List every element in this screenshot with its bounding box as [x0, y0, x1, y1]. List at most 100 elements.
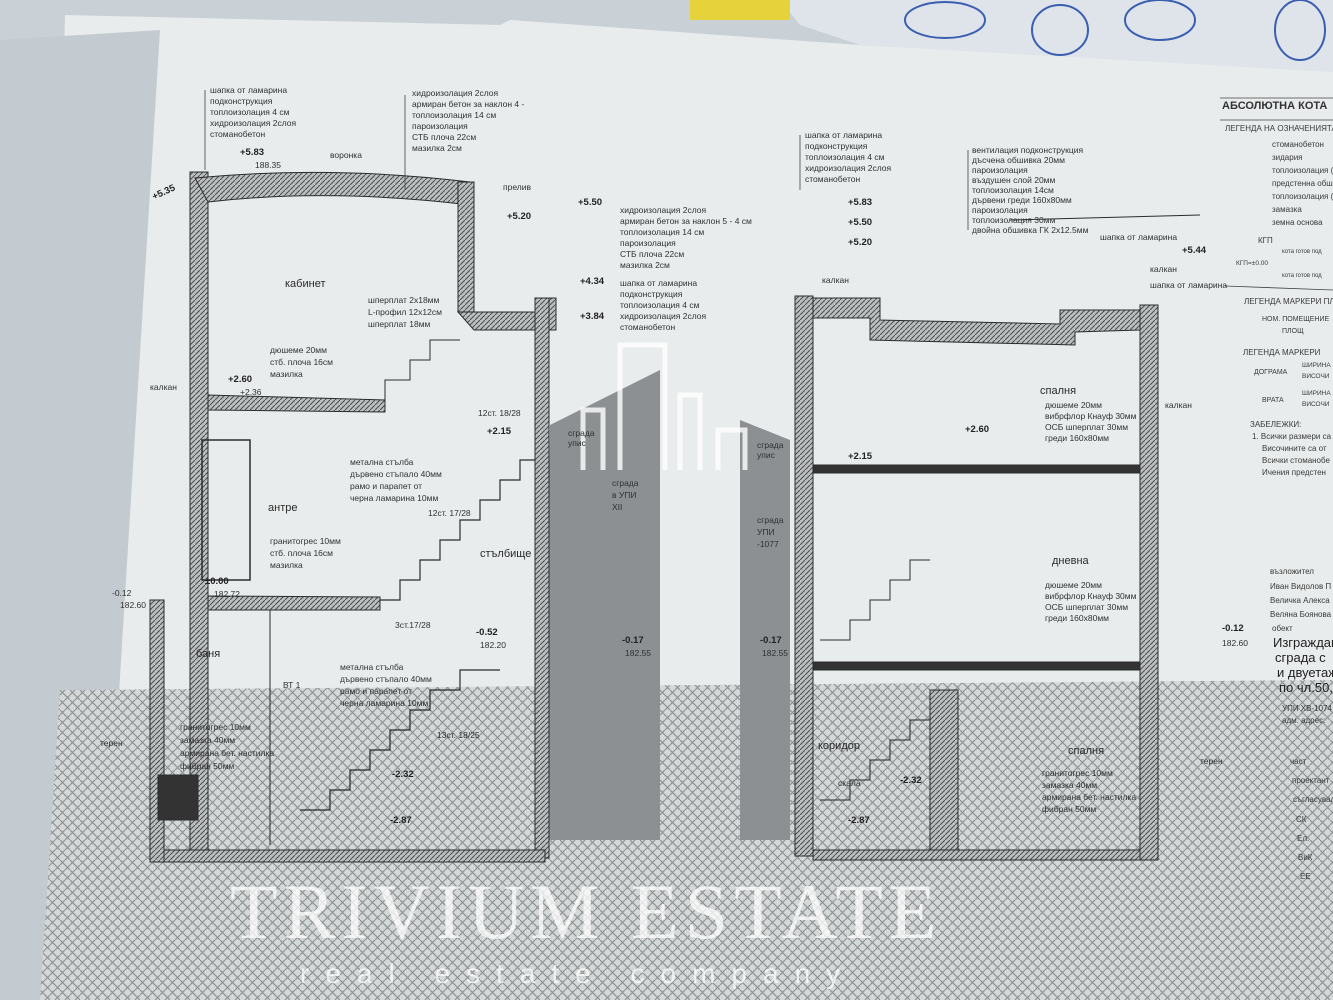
floor-layer: стб. плоча 16см — [270, 357, 333, 367]
layer-label: СТБ плоча 22см — [620, 249, 685, 259]
table-cell: Ел. — [1297, 834, 1310, 843]
level-mark: +2.60 — [228, 374, 253, 385]
room-label-corridor: коридор — [818, 740, 860, 752]
marker-dim: ВИСОЧИ — [1302, 373, 1330, 380]
table-cell: проектант — [1292, 776, 1330, 785]
client-label: възложител — [1270, 567, 1314, 576]
legend-symbol: замазка — [1272, 205, 1302, 214]
layer-label: топлоизолация 14 см — [412, 110, 497, 120]
layer-label: хидроизолация 2слоя — [412, 88, 499, 98]
table-cell: СК — [1296, 815, 1307, 824]
door-marker: ВРАТА — [1262, 397, 1284, 404]
marker-dim: ВИСОЧИ — [1302, 401, 1330, 408]
level-mark: -0.52 — [476, 627, 498, 638]
legend-title: АБСОЛЮТНА КОТА — [1222, 100, 1328, 112]
floor-layer: дюшеме 20мм — [270, 345, 327, 355]
layer-label: топлоизолация 4 см — [805, 152, 885, 162]
neighbor-tag: упис — [568, 438, 586, 448]
note: Всички стоманобе — [1262, 456, 1330, 465]
room-label-living: дневна — [1052, 555, 1089, 567]
stair-count: 3ст.17/28 — [395, 620, 431, 630]
stair-note: метална стълба — [340, 662, 404, 672]
room-label-vt: ВТ 1 — [283, 680, 301, 690]
floor-layer: гранитогрес 10мм — [270, 536, 341, 546]
stamp — [1274, 0, 1326, 61]
legend-symbol: земна основа — [1272, 218, 1323, 227]
floor-layer: гранитогрес 10мм — [1042, 768, 1113, 778]
kgp-label: КГП — [1258, 236, 1273, 245]
room-label-entrance: антре — [268, 502, 298, 514]
level-abs: 182.60 — [120, 600, 146, 610]
stamp — [1031, 4, 1089, 56]
room-label-bath: баня — [196, 648, 221, 660]
client-name: Величка Алекса — [1270, 596, 1330, 605]
leader-lines — [204, 90, 1333, 291]
level-mark: -0.12 — [112, 588, 132, 598]
object-title: по чл.50, — [1279, 680, 1333, 695]
floor-layer: гранитогрес 10мм — [180, 722, 251, 732]
level-mark: -2.87 — [390, 815, 412, 826]
level-mark: -0.17 — [622, 635, 644, 646]
object-title: сграда с — [1275, 650, 1326, 665]
rock-label: скала — [838, 778, 861, 788]
terrain-label: терен — [100, 738, 123, 748]
funnel-label: воронка — [330, 150, 362, 160]
parapet-note: прелив — [503, 182, 531, 192]
stamp — [1124, 0, 1196, 41]
level-mark: -0.12 — [1222, 623, 1244, 634]
stair-note: метална стълба — [350, 457, 414, 467]
legend-symbol: стоманобетон — [1272, 140, 1324, 149]
floor-layer: ОСБ шперплат 30мм — [1045, 602, 1129, 612]
layer-label: хидроизолация 2слоя — [620, 205, 707, 215]
layer-label: армиран бетон за наклон 4 - — [412, 99, 525, 109]
layer-label: шапка от ламарина — [210, 85, 288, 95]
table-cell: ЕЕ — [1300, 872, 1311, 881]
floor-layer: армирана бет. настилка — [1042, 792, 1137, 802]
floor-layer: греди 160x80мм — [1045, 433, 1110, 443]
plot-label: УПИ ХВ-1074 — [1282, 704, 1332, 713]
neighbor-building — [740, 420, 790, 840]
watermark-tagline: real estate company — [300, 958, 857, 989]
calcan-label: калкан — [822, 275, 849, 285]
legend-symbol: топлоизолация ( — [1272, 192, 1333, 201]
layer-label: СТБ плоча 22см — [412, 132, 477, 142]
calcan-label: калкан — [1165, 400, 1192, 410]
floor-layer: замазка 40мм — [1042, 780, 1098, 790]
stair-note: рамо и парапет от — [340, 686, 413, 696]
floor-layer: дюшеме 20мм — [1045, 580, 1102, 590]
watermark-brand: TRIVIUM ESTATE — [230, 868, 943, 955]
object-title: и двуетаж — [1277, 665, 1333, 680]
layer-label: въздушен слой 20мм — [972, 175, 1056, 185]
level-mark: -2.87 — [848, 815, 870, 826]
room-label-stairs: стълбище — [480, 548, 532, 560]
floor-layer: армирана бет. настилка — [180, 748, 275, 758]
note: Ичения предстен — [1262, 468, 1326, 477]
floor-layer: мазилка — [270, 369, 303, 379]
layer-label: вентилация подконструкция — [972, 145, 1084, 155]
client-name: Веляна Боянова — [1270, 610, 1332, 619]
neighbor-tag: сграда — [757, 440, 784, 450]
level-mark: ±0.00 — [205, 576, 229, 587]
level-abs: 182.20 — [480, 640, 506, 650]
floor-layer: вибрфлор Кнауф 30мм — [1045, 591, 1137, 601]
layer-label: пароизолация — [972, 205, 1028, 215]
layer-label: подконструкция — [210, 96, 273, 106]
neighbor-tag: сграда — [568, 428, 595, 438]
plywood-label: шперплат 2x18мм — [368, 295, 440, 305]
level-mark: +2.15 — [848, 451, 873, 462]
object-label: обект — [1272, 624, 1293, 633]
layer-label: мазилка 2см — [412, 143, 462, 153]
legend-symbols-title: ЛЕГЕНДА НА ОЗНАЧЕНИЯТА — [1225, 124, 1333, 133]
floor-layer: фибран 50мм — [1042, 804, 1097, 814]
layer-label: топлоизолация 30мм — [972, 215, 1056, 225]
stamp — [904, 1, 986, 39]
right-section — [794, 214, 1201, 861]
level-mark: +2.60 — [965, 424, 990, 435]
calcan-label: калкан — [1150, 264, 1177, 274]
legend-symbol: топлоизолация (Е — [1272, 166, 1333, 175]
layer-label: пароизолация — [412, 121, 468, 131]
neighbor-label: УПИ — [757, 527, 775, 537]
table-cell: съгласувал — [1293, 795, 1333, 804]
level-mark: +5.20 — [507, 211, 532, 222]
stair-count: 12ст. 18/28 — [478, 408, 521, 418]
